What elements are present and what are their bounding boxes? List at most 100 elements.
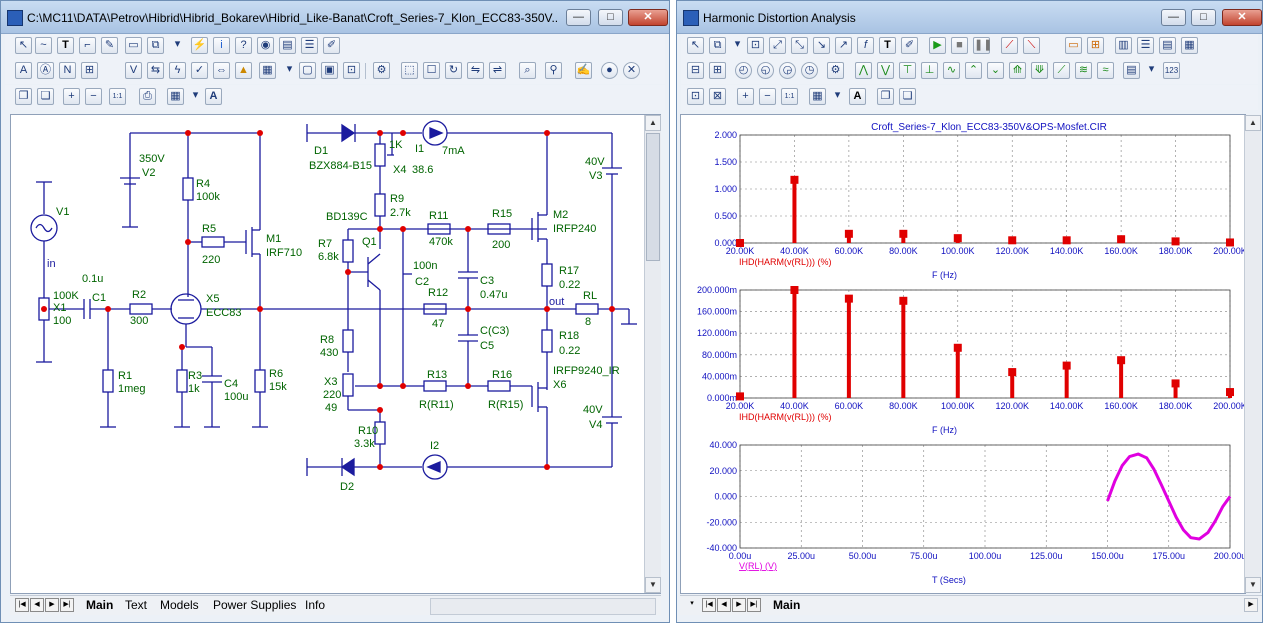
grid-icon[interactable]: ▦ xyxy=(259,62,276,79)
wire-mode-icon[interactable]: ~ xyxy=(35,37,52,54)
last-page-icon[interactable]: ▶| xyxy=(60,598,74,612)
dropdown-arrow-icon[interactable]: ▾ xyxy=(174,38,181,50)
component-icon[interactable]: ▭ xyxy=(125,37,142,54)
edit-icon[interactable]: ✐ xyxy=(901,37,918,54)
scroll-up-icon[interactable]: ▲ xyxy=(645,115,661,131)
next-simulation-icon[interactable]: ≋ xyxy=(1075,62,1092,79)
list-icon[interactable]: ☰ xyxy=(301,37,318,54)
find-icon[interactable]: ⌕ xyxy=(519,62,536,79)
properties-icon[interactable]: ⚙ xyxy=(827,62,844,79)
low-icon[interactable]: ⊥ xyxy=(921,62,938,79)
binoculars-icon[interactable]: ⚲ xyxy=(545,62,562,79)
bottom-icon[interactable]: ⟱ xyxy=(1031,62,1048,79)
analysis-plot-area[interactable]: Croft_Series-7_Klon_ECC83-350V&OPS-Mosfe… xyxy=(680,114,1246,594)
clipboard-icon[interactable]: ▤ xyxy=(1123,62,1140,79)
cursor-right-icon[interactable]: ⟍ xyxy=(1023,37,1040,54)
warning-icon[interactable]: ▲ xyxy=(235,62,252,79)
frame-grid-icon[interactable]: ⊞ xyxy=(1087,37,1104,54)
prev-page-icon[interactable]: ◀ xyxy=(717,598,731,612)
high-icon[interactable]: ⊤ xyxy=(899,62,916,79)
minimize-button[interactable]: — xyxy=(1161,9,1186,26)
node-numbers-icon[interactable]: N xyxy=(59,62,76,79)
dropdown-arrow-icon[interactable]: ▾ xyxy=(734,38,741,50)
prev-simulation-icon[interactable]: ≈ xyxy=(1097,62,1114,79)
text-tool-icon[interactable]: T xyxy=(879,37,896,54)
select-mode-icon[interactable]: ↖ xyxy=(15,37,32,54)
split-h-icon[interactable]: ⊟ xyxy=(687,62,704,79)
schematic-canvas[interactable]: V1 100K X1 100 in 0.1u C1 R2 300 R1 1meg… xyxy=(10,114,661,594)
maximize-button[interactable]: □ xyxy=(598,9,623,26)
dial-4-icon[interactable]: ◷ xyxy=(801,62,818,79)
power-icon[interactable]: ϟ xyxy=(169,62,186,79)
slope-icon[interactable]: ⟋ xyxy=(1053,62,1070,79)
current-icon[interactable]: ⇆ xyxy=(147,62,164,79)
flip-icon[interactable]: ⇋ xyxy=(467,62,484,79)
report-icon[interactable]: ▤ xyxy=(279,37,296,54)
minimize-button[interactable]: — xyxy=(566,9,591,26)
restore-scale-icon[interactable]: ⤡ xyxy=(791,37,808,54)
stop-icon[interactable]: ● xyxy=(601,62,618,79)
tab-main[interactable]: Main xyxy=(86,598,114,612)
dropdown-arrow-icon[interactable]: ▾ xyxy=(834,89,841,101)
copy-icon[interactable]: ❐ xyxy=(15,88,32,105)
peak-icon[interactable]: ⋀ xyxy=(855,62,872,79)
next-page-icon[interactable]: ▶ xyxy=(45,598,59,612)
tab-text[interactable]: Text xyxy=(125,598,148,612)
info-icon[interactable]: i xyxy=(213,37,230,54)
valley-icon[interactable]: ⋁ xyxy=(877,62,894,79)
dropdown-arrow-icon[interactable]: ▾ xyxy=(286,63,293,75)
node-voltage-icon[interactable]: V xyxy=(125,62,142,79)
select-mode-icon[interactable]: ↖ xyxy=(687,37,704,54)
next-page-icon[interactable]: ▶ xyxy=(732,598,746,612)
analysis-vertical-scrollbar[interactable]: ▲ ▼ xyxy=(1244,115,1261,593)
close-button[interactable]: ✕ xyxy=(628,9,668,26)
analysis-title-bar[interactable]: Harmonic Distortion Analysis — □ ✕ xyxy=(677,1,1262,34)
scroll-down-icon[interactable]: ▼ xyxy=(645,577,661,593)
pin-connect-icon[interactable]: ⇔ xyxy=(213,62,230,79)
text-mode-icon[interactable]: T xyxy=(57,37,74,54)
layout-2-icon[interactable]: ☰ xyxy=(1137,37,1154,54)
paste-icon[interactable]: ❏ xyxy=(37,88,54,105)
schematic-vertical-scrollbar[interactable]: ▲ ▼ xyxy=(644,115,661,593)
scroll-right-icon[interactable]: ▶ xyxy=(1244,598,1258,612)
scroll-up-icon[interactable]: ▲ xyxy=(1245,115,1261,131)
scroll-thumb[interactable] xyxy=(646,133,660,261)
help-icon[interactable]: ? xyxy=(235,37,252,54)
cancel-icon[interactable]: ✕ xyxy=(623,62,640,79)
global-low-icon[interactable]: ⌄ xyxy=(987,62,1004,79)
zoom-out-icon[interactable]: − xyxy=(759,88,776,105)
condition-icon[interactable]: ✓ xyxy=(191,62,208,79)
frame-icon[interactable]: ▭ xyxy=(1065,37,1082,54)
edit-icon[interactable]: ✐ xyxy=(323,37,340,54)
dial-2-icon[interactable]: ◵ xyxy=(757,62,774,79)
zoom-fit-icon[interactable]: 1:1 xyxy=(781,88,798,105)
rotate-icon[interactable]: ↻ xyxy=(445,62,462,79)
zoom-in-icon[interactable]: + xyxy=(63,88,80,105)
print-icon[interactable]: ⎙ xyxy=(139,88,156,105)
maximize-button[interactable]: □ xyxy=(1191,9,1216,26)
stop-icon[interactable]: ■ xyxy=(951,37,968,54)
font-icon[interactable]: A xyxy=(205,88,222,105)
tab-main[interactable]: Main xyxy=(773,598,801,612)
top-icon[interactable]: ⟰ xyxy=(1009,62,1026,79)
scale-y-icon[interactable]: ↗ xyxy=(835,37,852,54)
layout-1-icon[interactable]: ▥ xyxy=(1115,37,1132,54)
title-block-icon[interactable]: ▣ xyxy=(321,62,338,79)
scale-x-icon[interactable]: ↘ xyxy=(813,37,830,54)
tab-power-supplies[interactable]: Power Supplies xyxy=(213,598,297,612)
first-page-icon[interactable]: |◀ xyxy=(15,598,29,612)
dropdown-arrow-icon[interactable]: ▾ xyxy=(192,89,199,101)
dropdown-arrow-icon[interactable]: ▾ xyxy=(1148,63,1155,75)
globe-icon[interactable]: ◉ xyxy=(257,37,274,54)
global-high-icon[interactable]: ⌃ xyxy=(965,62,982,79)
prev-page-icon[interactable]: ◀ xyxy=(30,598,44,612)
tab-info[interactable]: Info xyxy=(305,598,326,612)
scale-icon[interactable]: ⊡ xyxy=(747,37,764,54)
flag-icon[interactable]: ✎ xyxy=(101,37,118,54)
font-icon[interactable]: A xyxy=(849,88,866,105)
inflection-icon[interactable]: ∿ xyxy=(943,62,960,79)
close-button[interactable]: ✕ xyxy=(1222,9,1262,26)
zoom-out-icon[interactable]: − xyxy=(85,88,102,105)
properties-icon[interactable]: ⚙ xyxy=(373,62,390,79)
zoom-fit-icon[interactable]: 1:1 xyxy=(109,88,126,105)
